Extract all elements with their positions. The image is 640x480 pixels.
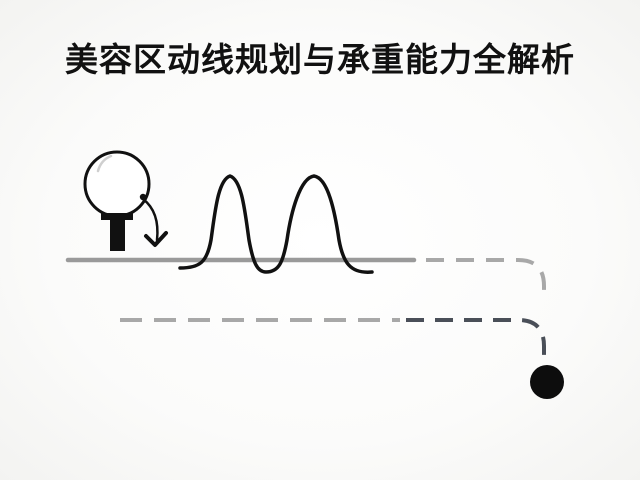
double-peak-waveform xyxy=(178,174,374,274)
curved-arrow-icon xyxy=(141,197,168,247)
endpoint-dot-icon xyxy=(530,365,564,399)
lower-track-dashed-dark xyxy=(406,318,546,368)
page-title: 美容区动线规划与承重能力全解析 xyxy=(65,40,575,79)
upper-track-dashed xyxy=(426,258,546,292)
light-bulb-icon xyxy=(83,150,151,251)
